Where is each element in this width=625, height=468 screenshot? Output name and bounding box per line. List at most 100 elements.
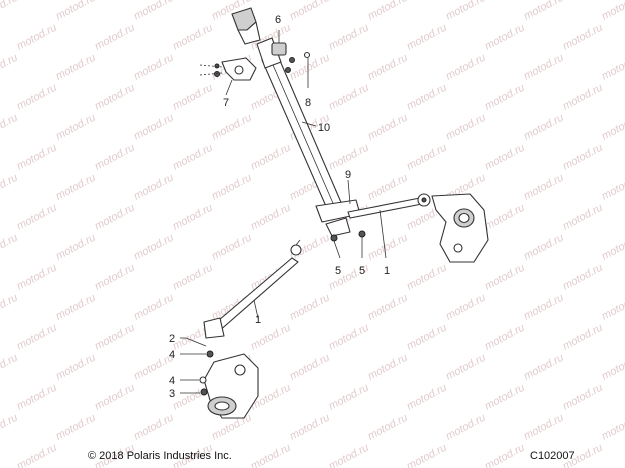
right-knuckle — [431, 193, 489, 263]
watermark-text: motod.ru — [93, 82, 137, 113]
watermark-text: motod.ru — [405, 382, 449, 413]
watermark-text: motod.ru — [600, 412, 625, 443]
watermark-text: motod.ru — [171, 22, 215, 53]
watermark-text: motod.ru — [444, 52, 488, 83]
watermark-text: motod.ru — [444, 412, 488, 443]
watermark-text: motod.ru — [561, 22, 605, 53]
watermark-text: motod.ru — [522, 412, 566, 443]
callout-5b: 5 — [359, 265, 365, 277]
watermark-text: motod.ru — [366, 0, 410, 23]
clamp-part — [199, 57, 257, 96]
watermark-text: motod.ru — [405, 322, 449, 353]
watermark-text: motod.ru — [249, 202, 293, 233]
watermark-text: motod.ru — [15, 22, 59, 53]
watermark-text: motod.ru — [210, 172, 254, 203]
watermark-text: motod.ru — [132, 232, 176, 263]
callout-1a: 1 — [384, 265, 390, 277]
watermark-text: motod.ru — [483, 262, 527, 293]
callout-6: 6 — [275, 14, 281, 26]
callout-3: 3 — [169, 388, 175, 400]
steering-column — [231, 7, 361, 237]
callout-5a: 5 — [335, 265, 341, 277]
callout-7: 7 — [223, 97, 229, 109]
watermark-text: motod.ru — [327, 22, 371, 53]
watermark-text: motod.ru — [483, 382, 527, 413]
copyright-text: © 2018 Polaris Industries Inc. — [88, 450, 232, 462]
watermark-text: motod.ru — [522, 352, 566, 383]
watermark-text: motod.ru — [210, 112, 254, 143]
watermark-text: motod.ru — [600, 172, 625, 203]
watermark-text: motod.ru — [366, 172, 410, 203]
bolt-part — [285, 51, 311, 88]
watermark-text: motod.ru — [15, 142, 59, 173]
callout-2: 2 — [169, 333, 175, 345]
watermark-text: motod.ru — [54, 52, 98, 83]
watermark-text: motod.ru — [405, 82, 449, 113]
figure-code: C102007 — [530, 450, 575, 462]
watermark-text: motod.ru — [483, 142, 527, 173]
watermark-text: motod.ru — [0, 0, 20, 23]
callout-9: 9 — [345, 169, 351, 181]
watermark-text: motod.ru — [288, 52, 332, 83]
watermark-text: motod.ru — [366, 52, 410, 83]
watermark-text: motod.ru — [0, 232, 20, 263]
watermark-text: motod.ru — [444, 352, 488, 383]
watermark-text: motod.ru — [249, 322, 293, 353]
watermark-text: motod.ru — [210, 232, 254, 263]
watermark-text: motod.ru — [171, 82, 215, 113]
watermark-text: motod.ru — [54, 172, 98, 203]
left-hardware — [180, 337, 214, 396]
watermark-text: motod.ru — [15, 322, 59, 353]
watermark-text: motod.ru — [15, 262, 59, 293]
watermark-text: motod.ru — [600, 352, 625, 383]
leader-10 — [301, 121, 317, 127]
watermark-text: motod.ru — [444, 112, 488, 143]
watermark-text: motod.ru — [54, 232, 98, 263]
watermark-text: motod.ru — [132, 292, 176, 323]
coupler-part — [271, 30, 287, 56]
watermark-text: motod.ru — [522, 232, 566, 263]
watermark-text: motod.ru — [288, 0, 332, 23]
watermark-text: motod.ru — [483, 202, 527, 233]
watermark-text: motod.ru — [483, 22, 527, 53]
watermark-text: motod.ru — [522, 112, 566, 143]
watermark-text: motod.ru — [171, 202, 215, 233]
watermark-text: motod.ru — [600, 52, 625, 83]
watermark-text: motod.ru — [132, 172, 176, 203]
watermark-text: motod.ru — [93, 322, 137, 353]
watermark-text: motod.ru — [444, 292, 488, 323]
watermark-text: motod.ru — [93, 22, 137, 53]
watermark-text: motod.ru — [15, 382, 59, 413]
watermark-text: motod.ru — [132, 0, 176, 23]
watermark-text: motod.ru — [600, 112, 625, 143]
watermark-text: motod.ru — [483, 322, 527, 353]
watermark-text: motod.ru — [0, 352, 20, 383]
watermark-text: motod.ru — [600, 232, 625, 263]
watermark-text: motod.ru — [522, 52, 566, 83]
watermark-text: motod.ru — [0, 52, 20, 83]
watermark-text: motod.ru — [561, 262, 605, 293]
watermark-text: motod.ru — [483, 442, 527, 468]
watermark-text: motod.ru — [405, 442, 449, 468]
callout-10: 10 — [318, 122, 330, 134]
watermark-text: motod.ru — [405, 22, 449, 53]
watermark-text: motod.ru — [93, 142, 137, 173]
watermark-text: motod.ru — [93, 202, 137, 233]
callout-1b: 1 — [255, 314, 261, 326]
left-tie-rod — [203, 239, 302, 339]
watermark-text: motod.ru — [132, 52, 176, 83]
watermark-text: motod.ru — [0, 412, 20, 443]
watermark-text: motod.ru — [15, 442, 59, 468]
watermark-text: motod.ru — [405, 262, 449, 293]
watermark-text: motod.ru — [288, 352, 332, 383]
watermark-text: motod.ru — [327, 82, 371, 113]
leader-9 — [347, 179, 351, 205]
watermark-text: motod.ru — [54, 292, 98, 323]
watermark-text: motod.ru — [327, 142, 371, 173]
watermark-text: motod.ru — [54, 412, 98, 443]
watermark-text: motod.ru — [54, 112, 98, 143]
watermark-text: motod.ru — [15, 82, 59, 113]
watermark-text: motod.ru — [561, 322, 605, 353]
